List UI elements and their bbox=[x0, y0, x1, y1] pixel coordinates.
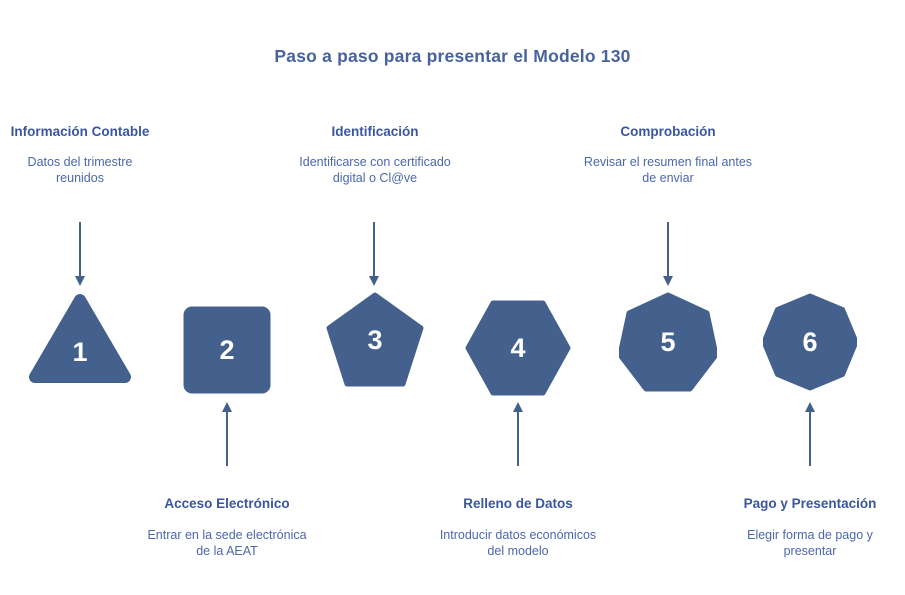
up-arrow-icon bbox=[513, 402, 523, 466]
step-4-heading: Relleno de Datos bbox=[463, 496, 573, 511]
step-2-heading: Acceso Electrónico bbox=[164, 496, 290, 511]
step-4-number: 4 bbox=[510, 332, 526, 363]
step-1-description: Datos del trimestre reunidos bbox=[27, 155, 133, 185]
step-3-number: 3 bbox=[367, 325, 383, 355]
down-arrow-icon bbox=[369, 222, 379, 286]
step-6-number: 6 bbox=[802, 326, 818, 357]
step-1-number: 1 bbox=[72, 336, 88, 367]
step-5-heptagon-shape: 5 bbox=[619, 292, 717, 393]
step-2-label: Acceso Electrónico Entrar en la sede ele… bbox=[147, 495, 307, 559]
step-4-description: Introducir datos económicos del modelo bbox=[439, 527, 597, 558]
step-1-heading: Información Contable bbox=[10, 124, 150, 140]
step-6-label: Pago y Presentación Elegir forma de pago… bbox=[722, 495, 898, 559]
step-5-label: Comprobación Revisar el resumen final an… bbox=[580, 98, 756, 186]
down-arrow-icon bbox=[663, 222, 673, 286]
step-2-square-shape: 2 bbox=[183, 306, 271, 394]
step-3-heading: Identificación bbox=[331, 124, 419, 140]
step-3-pentagon-shape: 3 bbox=[325, 292, 425, 389]
step-5-description: Revisar el resumen final antes de enviar bbox=[583, 155, 753, 185]
step-1-label: Información Contable Datos del trimestre… bbox=[5, 98, 155, 186]
step-4-label: Relleno de Datos Introducir datos económ… bbox=[438, 495, 598, 559]
step-3-label: Identificación Identificarse con certifi… bbox=[287, 98, 463, 186]
down-arrow-icon bbox=[75, 222, 85, 286]
up-arrow-icon bbox=[222, 402, 232, 466]
step-1-triangle-shape: 1 bbox=[27, 292, 133, 390]
step-2-description: Entrar en la sede electrónica de la AEAT bbox=[147, 527, 307, 558]
step-3-description: Identificarse con certificado digital o … bbox=[299, 155, 451, 185]
step-6-description: Elegir forma de pago y presentar bbox=[747, 527, 873, 558]
step-6-octagon-shape: 6 bbox=[763, 293, 857, 391]
step-6-heading: Pago y Presentación bbox=[743, 496, 877, 511]
step-5-number: 5 bbox=[660, 327, 676, 357]
step-2-number: 2 bbox=[219, 334, 235, 365]
up-arrow-icon bbox=[805, 402, 815, 466]
page-title: Paso a paso para presentar el Modelo 130 bbox=[274, 46, 631, 66]
step-5-heading: Comprobación bbox=[620, 124, 716, 140]
step-4-hexagon-shape: 4 bbox=[465, 300, 571, 396]
